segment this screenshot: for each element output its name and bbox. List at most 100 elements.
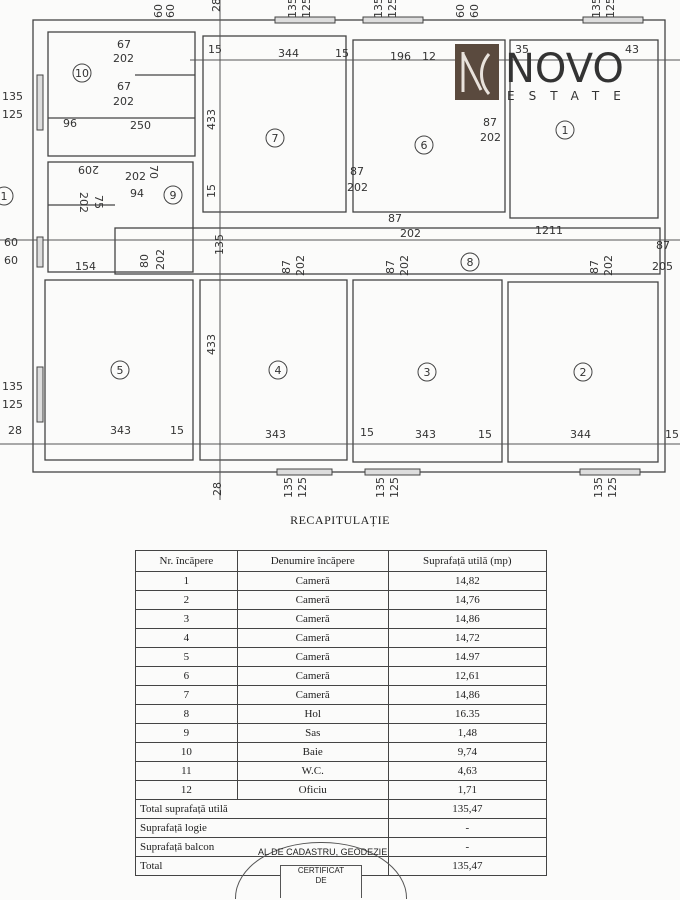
recap-table: Nr. încăpere Denumire încăpere Suprafață… [135,550,548,876]
dim: 28 [211,482,224,496]
stamp-box: CERTIFICAT DE [280,865,362,898]
total-value: - [387,837,548,857]
total-value: 135,47 [387,799,548,819]
dim: 87 [384,260,397,274]
table-cell: 4,63 [387,761,548,781]
windows [36,16,644,476]
room-label-3: 3 [424,366,431,379]
room-numbers [0,63,593,382]
dim: 250 [130,119,151,132]
dim: 15 [170,424,184,437]
dim: 135 [213,234,226,255]
room-label-10: 10 [75,67,89,80]
table-cell: 14.97 [387,647,548,667]
table-cell: Cameră [236,628,389,648]
room-label-6: 6 [421,139,428,152]
dim: 15 [360,426,374,439]
dim: 60 [4,236,18,249]
table-cell: 14,86 [387,685,548,705]
table-cell: Sas [236,723,389,743]
dim: 202 [77,192,90,213]
dim: 87 [350,165,364,178]
logo-sub: ESTATE [507,89,635,102]
dim: 28 [8,424,22,437]
dim: 135 [590,0,603,18]
table-cell: Cameră [236,590,389,610]
dim: 87 [656,239,670,252]
table-cell: 12,61 [387,666,548,686]
table-cell: 11 [135,761,238,781]
dim: 70 [147,165,160,179]
room-label-5: 5 [117,364,124,377]
dim: 87 [388,212,402,225]
dim: 125 [388,477,401,498]
table-cell: 1 [135,571,238,591]
table-cell: Cameră [236,571,389,591]
table-cell: 14,76 [387,590,548,610]
recap-title: RECAPITULAȚIE [290,513,390,527]
dim: 125 [386,0,399,18]
dim: 125 [300,0,313,18]
room-label-8: 8 [467,256,474,269]
dim: 125 [606,477,619,498]
dim: 343 [415,428,436,441]
total-value: 135,47 [387,856,548,876]
table-cell: 9,74 [387,742,548,762]
table-cell: 12 [135,780,238,800]
table-cell: 10 [135,742,238,762]
dim: 202 [400,227,421,240]
dim: 87 [280,260,293,274]
table-header: Nr. încăpere Denumire încăpere Suprafață… [135,550,548,572]
table-cell: 14,82 [387,571,548,591]
dim: 15 [665,428,679,441]
dim: 43 [625,43,639,56]
dim: 202 [398,255,411,276]
dim: 202 [113,52,134,65]
dim: 344 [278,47,299,60]
table-cell: 3 [135,609,238,629]
table-cell: 1,48 [387,723,548,743]
dim: 67 [117,80,131,93]
dim: 67 [117,38,131,51]
dim: 154 [75,260,96,273]
table-cell: 14,72 [387,628,548,648]
dim: 80 [138,254,151,268]
col-header: Nr. încăpere [135,550,238,572]
dim: 35 [515,43,529,56]
room-label-7: 7 [272,132,279,145]
dim: 433 [205,334,218,355]
dim: 202 [294,255,307,276]
dim: 202 [480,131,501,144]
total-label: Suprafață logie [135,818,389,838]
table-cell: 16.35 [387,704,548,724]
dim: 125 [604,0,617,18]
table-cell: 4 [135,628,238,648]
dim: 87 [483,116,497,129]
dim: 433 [205,109,218,130]
dim: 135 [372,0,385,18]
dim: 28 [210,0,223,12]
dim: 15 [335,47,349,60]
table-cell: Oficiu [236,780,389,800]
dimension-lines [0,0,680,500]
table-cell: 1,71 [387,780,548,800]
dim: 202 [347,181,368,194]
dim: 60 [4,254,18,267]
table-cell: 14,86 [387,609,548,629]
table-cell: Cameră [236,647,389,667]
dim: 60 [152,4,165,18]
dim: 60 [468,4,481,18]
dim: 87 [588,260,601,274]
dim: 344 [570,428,591,441]
